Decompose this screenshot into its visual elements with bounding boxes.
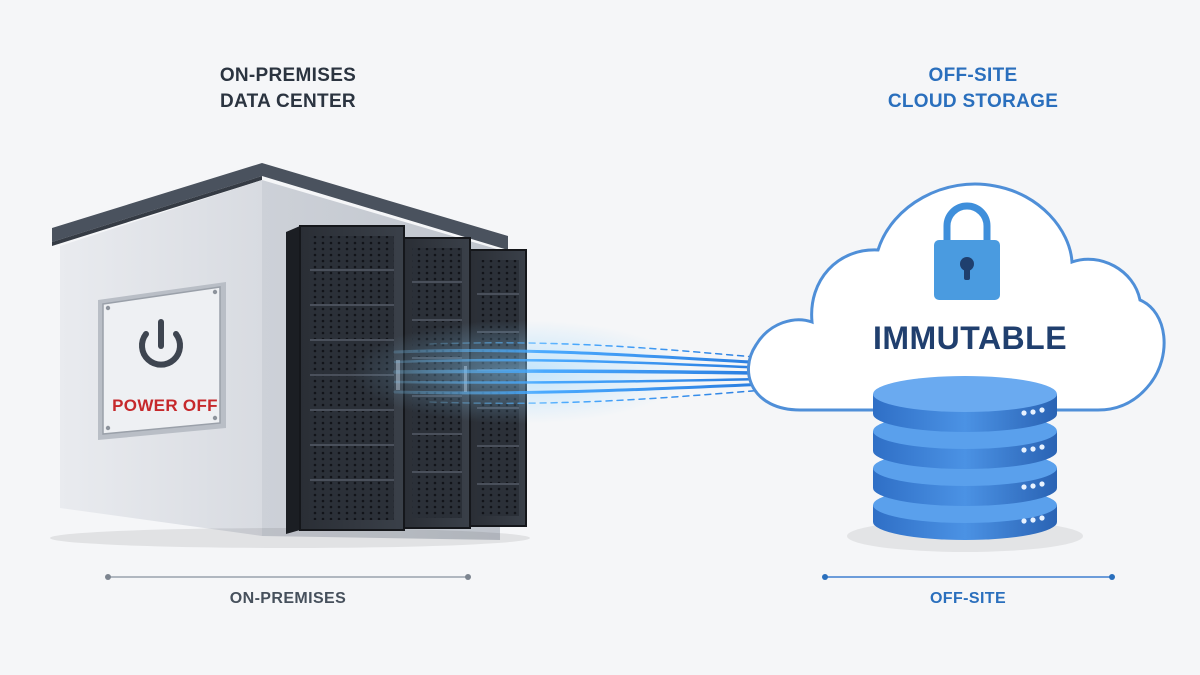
building-roof [52,163,508,250]
database-icon [847,376,1083,552]
lock-icon [934,202,1000,300]
on-premises-footer-label: ON-PREMISES [229,590,347,607]
power-off-panel [98,282,226,440]
power-icon [139,319,183,368]
off-site-title-line-2: CLOUD STORAGE [887,91,1059,112]
immutable-label: IMMUTABLE [872,320,1068,356]
off-site-footer-label: OFF-SITE [929,590,1007,607]
off-site-title-line-1: OFF-SITE [928,65,1018,86]
on-premises-title: ON-PREMISES DATA CENTER [168,63,408,115]
off-site-divider [822,574,1115,580]
on-premises-title-line-1: ON-PREMISES [219,65,357,86]
off-site-title: OFF-SITE CLOUD STORAGE [848,63,1098,115]
power-off-label: POWER OFF [112,396,218,415]
on-premises-divider [105,574,471,580]
on-premises-title-line-2: DATA CENTER [220,91,356,112]
